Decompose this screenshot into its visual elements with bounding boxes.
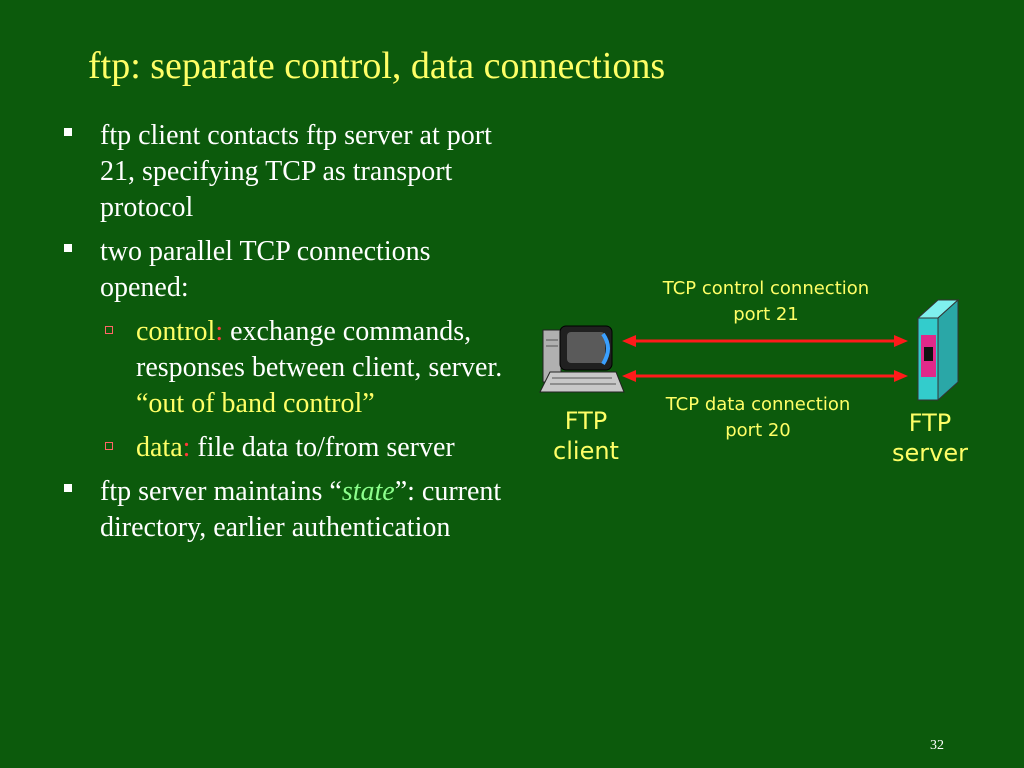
square-bullet-icon [64,484,72,492]
control-connection-label: TCP control connection port 21 [636,276,896,328]
label-line: TCP control connection [662,278,870,299]
colon: : [215,316,224,347]
server-tower-icon [916,298,960,402]
bullet-text-post: ”: current directory, earlier authentica… [100,476,502,543]
label-line: port 21 [733,304,799,325]
bullet-list: ftp client contacts ftp server at port 2… [62,118,522,554]
control-connection-arrow [622,335,908,347]
out-of-band-note: “out of band control” [136,388,375,419]
ftp-client-label: FTP client [540,406,632,466]
bullet-item: ftp server maintains “state”: current di… [62,474,522,546]
square-bullet-icon [64,128,72,136]
page-number: 32 [930,738,944,753]
sub-bullet-item: data: file data to/from server [62,430,522,466]
label-line: server [892,439,968,467]
hollow-square-bullet-icon [105,326,113,334]
bullet-text-pre: ftp server maintains “ [100,476,342,507]
sub-bullet-note: “out of band control” [62,386,522,422]
term-data: data [136,432,183,463]
computer-icon [539,325,625,393]
bullet-text: ftp client contacts ftp server at port 2… [100,120,492,223]
label-line: port 20 [725,420,791,441]
bullet-item: two parallel TCP connections opened: [62,234,522,306]
data-connection-arrow [622,370,908,382]
term-control: control [136,316,216,347]
label-line: FTP [908,409,952,437]
bullet-text: two parallel TCP connections opened: [100,236,431,303]
sub-bullet-text: exchange commands, responses between cli… [136,316,503,383]
sub-bullet-text: file data to/from server [190,432,455,463]
slide-title: ftp: separate control, data connections [88,45,666,87]
hollow-square-bullet-icon [105,442,113,450]
ftp-server-label: FTP server [880,408,980,468]
square-bullet-icon [64,244,72,252]
label-line: FTP [564,407,608,435]
bullet-item: ftp client contacts ftp server at port 2… [62,118,522,226]
label-line: client [553,437,619,465]
sub-bullet-item: control: exchange commands, responses be… [62,314,522,386]
state-term: state [341,476,395,507]
label-line: TCP data connection [665,394,851,415]
data-connection-label: TCP data connection port 20 [636,392,880,444]
colon: : [182,432,191,463]
